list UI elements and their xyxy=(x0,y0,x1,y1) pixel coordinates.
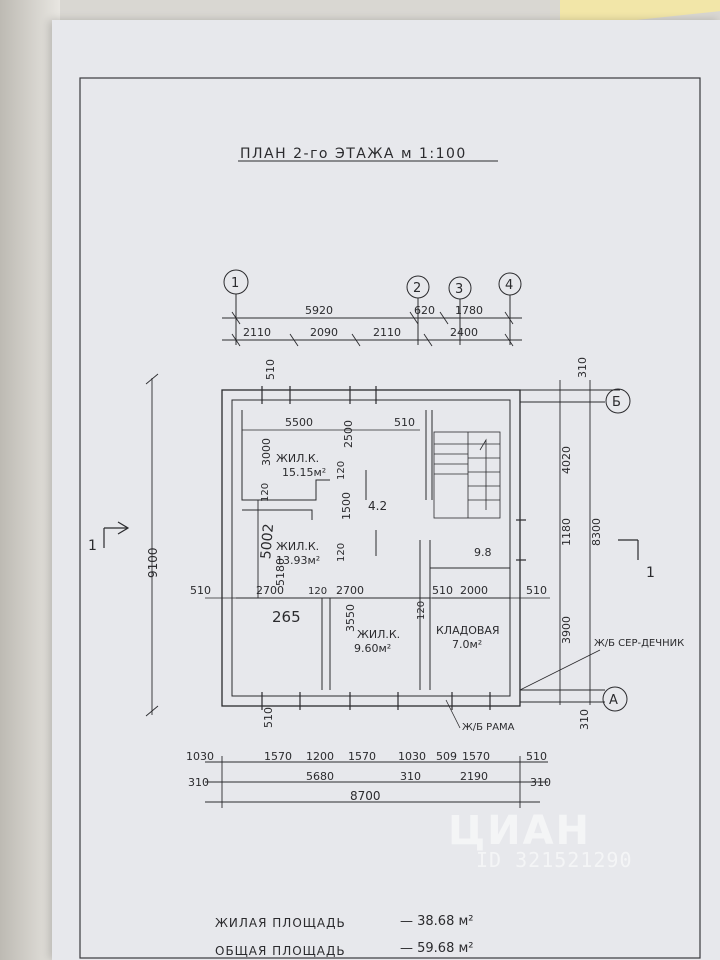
total-area-value: — 59.68 м² xyxy=(400,941,474,956)
dim-5500: 5500 xyxy=(285,416,313,429)
dim-1500: 1500 xyxy=(340,492,353,520)
note-leaders xyxy=(445,649,601,729)
room-3-name: ЖИЛ.К. xyxy=(357,628,400,641)
dim-3550: 3550 xyxy=(344,604,357,632)
dim-2700b: 2700 xyxy=(336,584,364,597)
plan-title: ПЛАН 2-го ЭТАЖА м 1:100 xyxy=(240,146,467,162)
room-4-name: КЛАДОВАЯ xyxy=(436,624,500,637)
dim-b1570c: 1570 xyxy=(462,750,490,763)
dim-b310b: 310 xyxy=(400,770,421,783)
note-serdechnik: Ж/Б СЕР-ДЕЧНИК xyxy=(594,638,684,649)
hand-note-265: 265 xyxy=(272,608,301,626)
drawing-sheet xyxy=(52,20,720,960)
dim-2400: 2400 xyxy=(450,326,478,339)
dim-2700a: 2700 xyxy=(256,584,284,597)
staircase xyxy=(433,431,501,519)
dim-120c: 120 xyxy=(336,543,347,562)
dim-2500: 2500 xyxy=(342,420,355,448)
dim-310-right-top: 310 xyxy=(576,357,589,378)
dim-510b: 510 xyxy=(432,584,453,597)
dim-b310a: 310 xyxy=(188,776,209,789)
dim-b1030b: 1030 xyxy=(398,750,426,763)
room-2-name: ЖИЛ.К. xyxy=(276,540,319,553)
dim-b1200: 1200 xyxy=(306,750,334,763)
section-mark-left: 1 xyxy=(88,538,97,554)
dim-b2190: 2190 xyxy=(460,770,488,783)
dim-3900: 3900 xyxy=(560,616,573,644)
dim-b1570b: 1570 xyxy=(348,750,376,763)
axis-A-circle xyxy=(602,686,628,712)
dim-1780: 1780 xyxy=(455,304,483,317)
dim-620: 620 xyxy=(414,304,435,317)
dim-b1030a: 1030 xyxy=(186,750,214,763)
hall-area: 4.2 xyxy=(368,499,387,513)
dim-1180: 1180 xyxy=(560,518,573,546)
dim-b1570a: 1570 xyxy=(264,750,292,763)
living-area-value: — 38.68 м² xyxy=(400,914,474,929)
dim-2110b: 2110 xyxy=(373,326,401,339)
axis-B: Б xyxy=(612,395,621,410)
axis-4: 4 xyxy=(505,278,513,293)
dim-510-top: 510 xyxy=(264,359,277,380)
section-marker-right xyxy=(618,539,639,560)
axis-A: А xyxy=(609,693,618,708)
hand-note-5002: 5002 xyxy=(258,523,277,560)
room-3-area: 9.60м² xyxy=(354,642,391,655)
dim-510-left-bottom: 510 xyxy=(262,707,275,728)
dim-5920: 5920 xyxy=(305,304,333,317)
dim-510d: 510 xyxy=(190,584,211,597)
axis-markers-top xyxy=(223,269,522,345)
axis-3: 3 xyxy=(455,282,463,297)
dim-120b: 120 xyxy=(260,483,271,502)
axis-2: 2 xyxy=(413,281,421,296)
dim-b8700: 8700 xyxy=(350,789,381,803)
dim-b510: 510 xyxy=(526,750,547,763)
left-dimension-lines xyxy=(145,373,259,717)
top-dimension-lines xyxy=(222,311,522,347)
bottom-row-2: 310 5680 310 2190 310 xyxy=(188,770,551,789)
room-1-name: ЖИЛ.К. xyxy=(276,452,319,465)
dim-2000: 2000 xyxy=(460,584,488,597)
wc-area: 9.8 xyxy=(474,546,492,559)
dim-8300: 8300 xyxy=(590,518,603,546)
dim-120d: 120 xyxy=(308,586,327,597)
room-2-area: 13.93м² xyxy=(276,554,320,567)
section-marker-left xyxy=(103,521,130,548)
bottom-row-1: 1030 1570 1200 1570 1030 509 1570 510 xyxy=(186,750,547,763)
dim-510c: 510 xyxy=(526,584,547,597)
paper-back xyxy=(0,0,60,960)
note-rama: Ж/Б РАМА xyxy=(462,722,515,733)
bottom-dimension-lines xyxy=(205,756,548,808)
dim-4020: 4020 xyxy=(560,446,573,474)
dim-310-right-bottom: 310 xyxy=(578,709,591,730)
section-mark-right: 1 xyxy=(646,565,655,581)
living-area-label: ЖИЛАЯ ПЛОЩАДЬ xyxy=(215,916,346,930)
right-dimension-lines xyxy=(520,380,620,705)
watermark-brand: ЦИАН xyxy=(448,808,592,854)
dim-120e: 120 xyxy=(416,601,427,620)
dim-2090: 2090 xyxy=(310,326,338,339)
dim-120a: 120 xyxy=(336,461,347,480)
dim-3000: 3000 xyxy=(260,438,273,466)
room-1-area: 15.15м² xyxy=(282,466,326,479)
total-area-label: ОБЩАЯ ПЛОЩАДЬ xyxy=(215,944,346,958)
dim-b509: 509 xyxy=(436,750,457,763)
axis-1: 1 xyxy=(231,276,239,291)
dim-510-inner: 510 xyxy=(394,416,415,429)
watermark-id: ID 321521290 xyxy=(476,848,633,872)
room-4-area: 7.0м² xyxy=(452,638,482,651)
axis-B-circle xyxy=(605,388,631,414)
dim-5180: 5180 xyxy=(274,558,287,586)
windows xyxy=(261,386,526,710)
outer-walls xyxy=(221,389,521,707)
dim-9100: 9100 xyxy=(146,547,160,578)
dim-b5680: 5680 xyxy=(306,770,334,783)
sheet-frame xyxy=(79,77,701,959)
dim-2110a: 2110 xyxy=(243,326,271,339)
dim-b310c: 310 xyxy=(530,776,551,789)
